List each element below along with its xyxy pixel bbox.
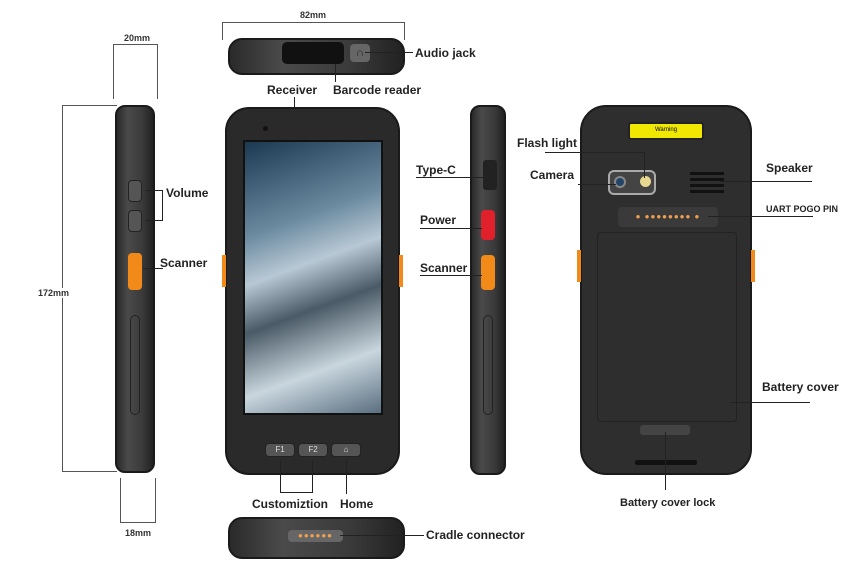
f1-key: F1 [265, 443, 295, 457]
bottom-slot [635, 460, 697, 465]
scanner-button-right [481, 255, 495, 290]
uart-pogo-pin-label: UART POGO PIN [766, 204, 839, 214]
back-view [580, 105, 752, 475]
screen [243, 140, 383, 415]
barcode-reader-label: Barcode reader [333, 83, 422, 97]
side-key-orange-back-right [751, 250, 755, 282]
dim-tick [62, 471, 117, 472]
volume-label: Volume [166, 186, 209, 200]
scanner-label-left: Scanner [160, 256, 208, 270]
dim-tick [157, 44, 158, 99]
side-key-orange-right [399, 255, 403, 287]
width-dimension-line [222, 22, 405, 23]
volume-up-button [128, 180, 142, 202]
camera-lens [614, 176, 626, 188]
power-label: Power [420, 213, 457, 227]
dim-tick [113, 44, 114, 99]
thickness-dimension-line [113, 44, 158, 45]
f2-key: F2 [298, 443, 328, 457]
thickness-top-dimension: 20mm [124, 33, 151, 43]
dim-tick [222, 22, 223, 40]
home-key: ⌂ [331, 443, 361, 457]
thickness-bottom-line [120, 522, 156, 523]
speaker-label: Speaker [766, 161, 813, 175]
pogo-pins: ● ●●●●●●●● ● [618, 207, 718, 227]
height-dimension: 172mm [38, 288, 70, 298]
cradle-connector-pins: ●●●●●● [288, 530, 343, 542]
side-key-orange-back-left [577, 250, 581, 282]
battery-cover [597, 232, 737, 422]
dim-tick [62, 105, 117, 106]
scanner-button-left [128, 253, 142, 290]
battery-cover-lock [640, 425, 690, 435]
dim-tick [155, 478, 156, 522]
battery-cover-label: Battery cover [762, 380, 839, 394]
type-c-label: Type-C [416, 163, 456, 177]
volume-down-button [128, 210, 142, 232]
battery-cover-lock-label: Battery cover lock [620, 497, 716, 509]
side-grip [130, 315, 140, 415]
audio-jack-label: Audio jack [415, 46, 476, 60]
thickness-bottom-dimension: 18mm [125, 528, 152, 538]
cradle-connector-label: Cradle connector [426, 528, 525, 542]
home-label: Home [340, 497, 374, 511]
receiver-label: Receiver [267, 83, 318, 97]
audio-jack-icon: ∩ [350, 44, 370, 62]
warning-label: Warning [628, 122, 704, 140]
type-c-port [483, 160, 497, 190]
camera-label: Camera [530, 168, 575, 182]
power-button [481, 210, 495, 240]
side-key-orange-left [222, 255, 226, 287]
side-grip [483, 315, 493, 415]
width-dimension: 82mm [300, 10, 327, 20]
barcode-reader-window [282, 42, 344, 64]
flash-light [640, 176, 651, 187]
flash-light-label: Flash light [517, 136, 577, 150]
speaker-grille [690, 172, 724, 194]
front-camera [263, 126, 268, 131]
dim-tick [120, 478, 121, 522]
customization-label: Customiztion [252, 497, 328, 511]
scanner-label-right: Scanner [420, 261, 468, 275]
dim-tick [404, 22, 405, 40]
